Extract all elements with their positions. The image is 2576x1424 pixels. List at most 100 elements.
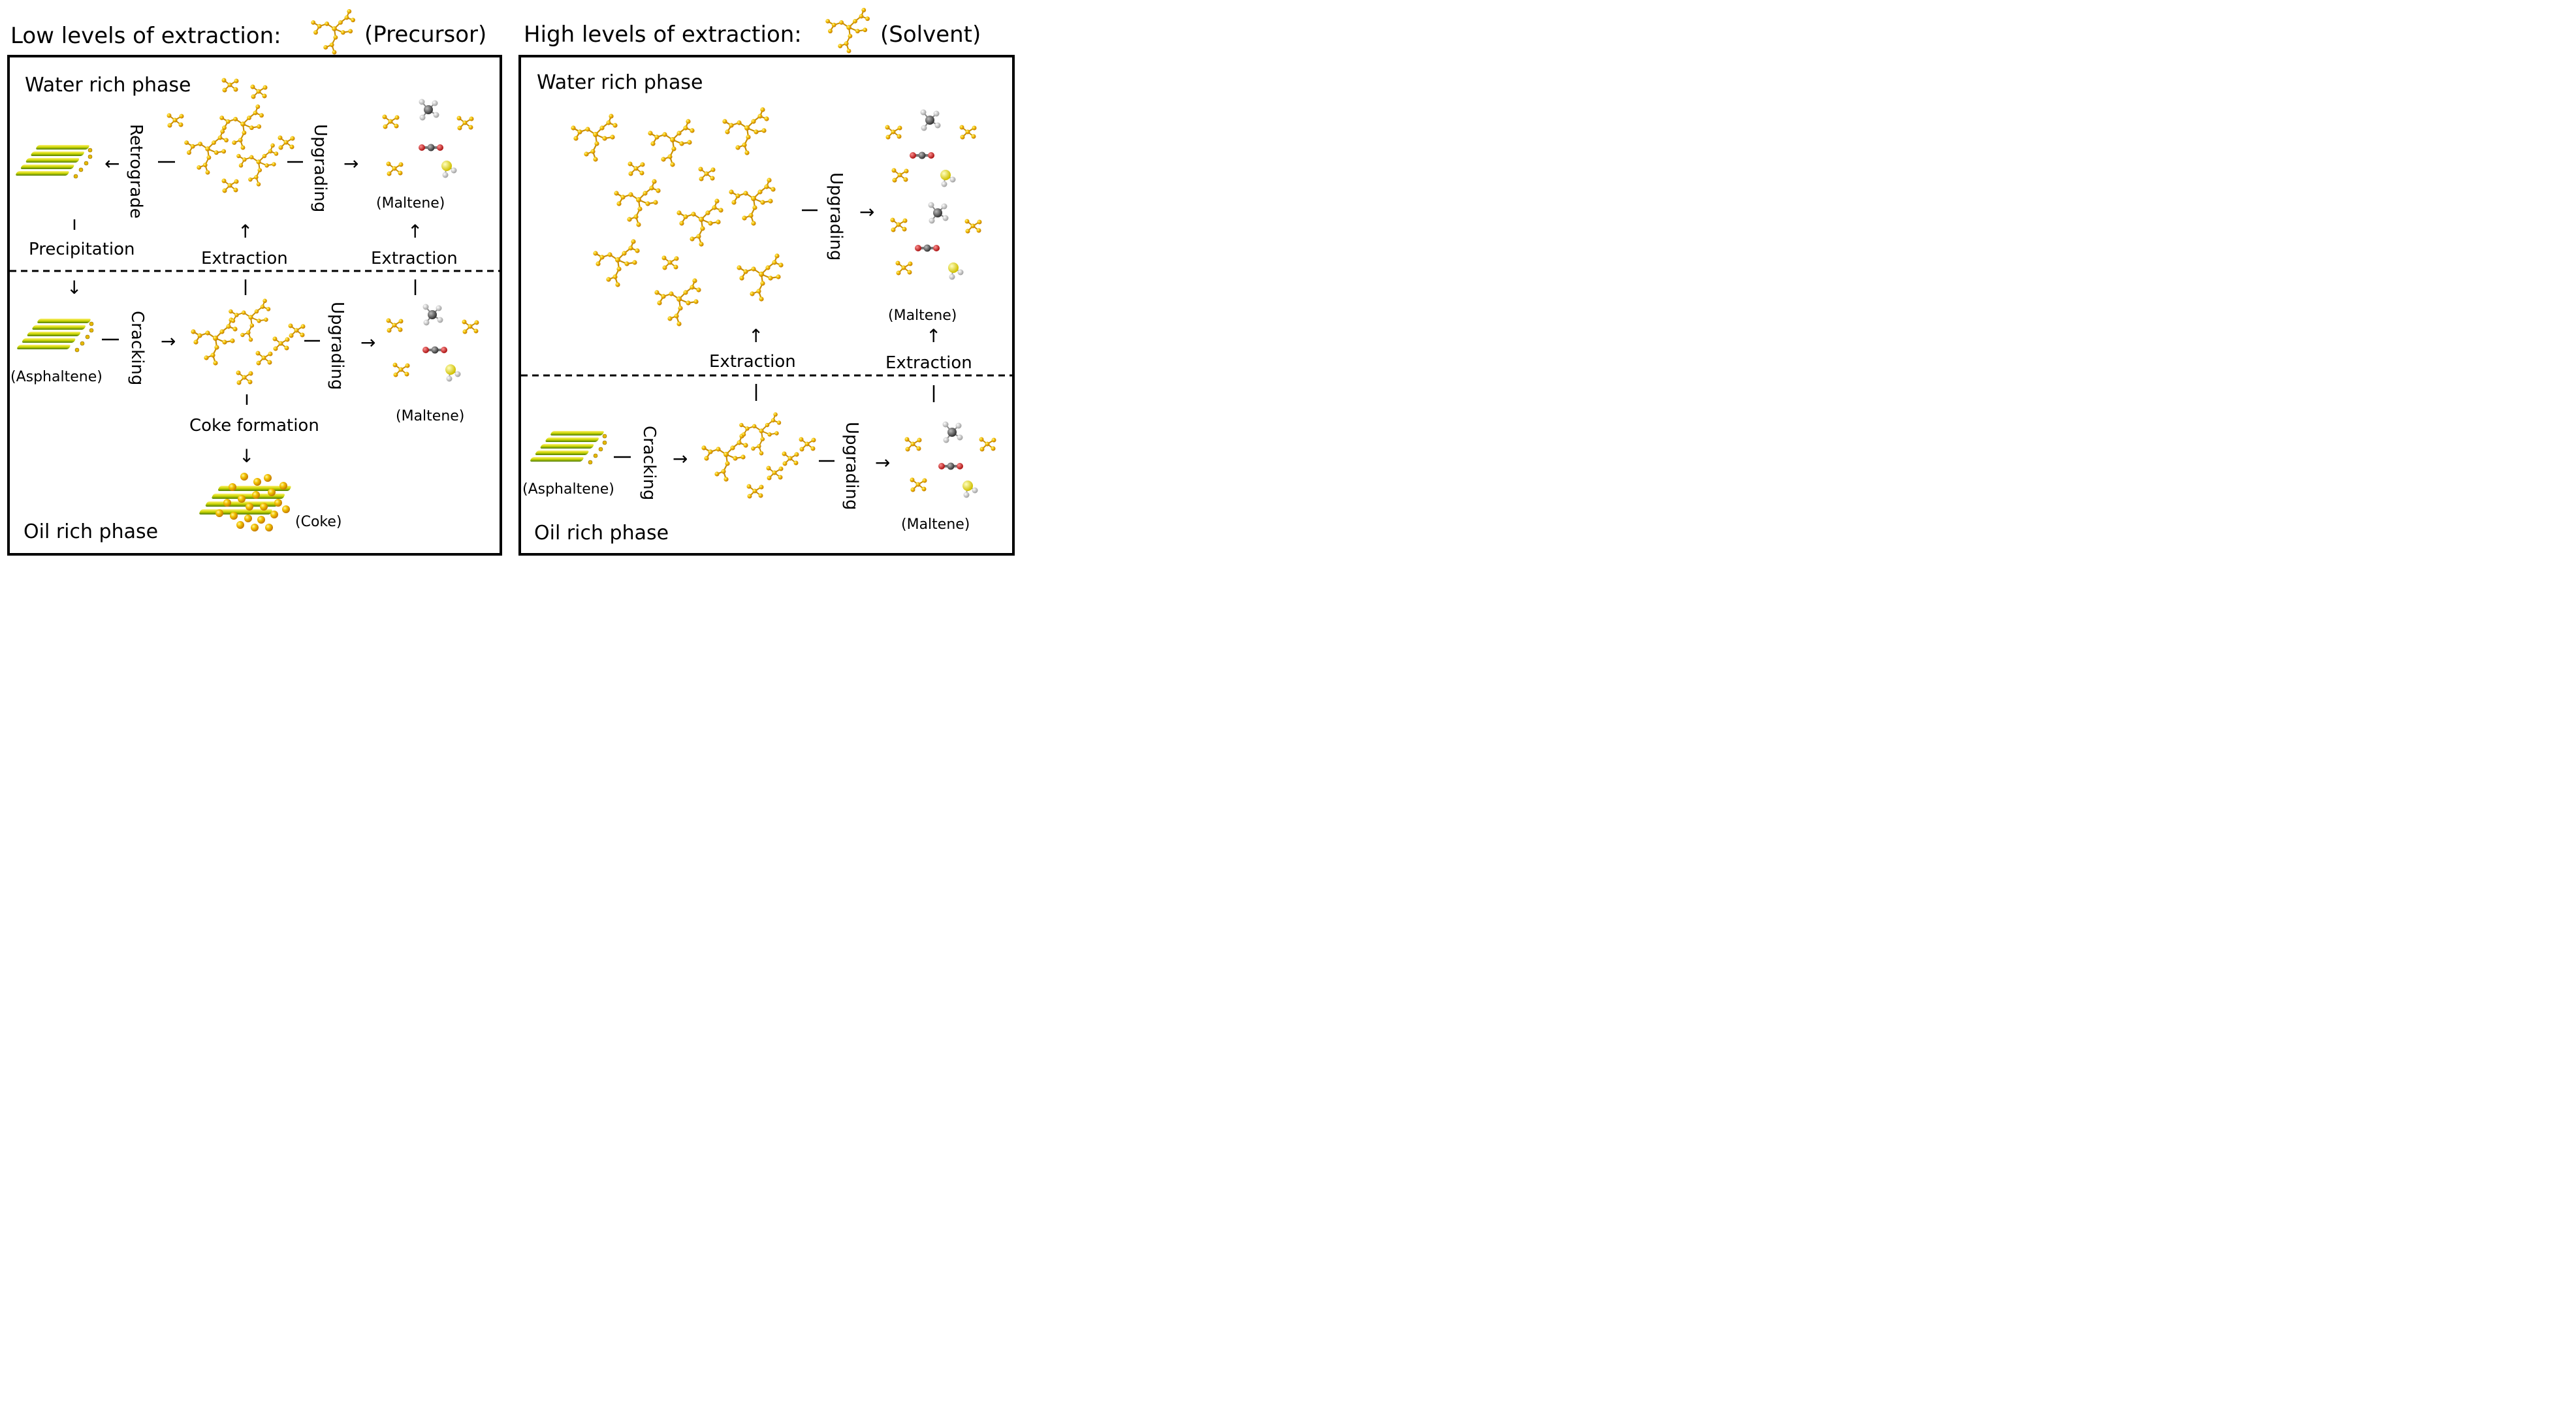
coke-label: (Coke)	[295, 514, 342, 530]
arrow-up-icon: ↑	[407, 221, 422, 242]
oil-small-molecule	[235, 370, 254, 386]
methane-molecule	[927, 201, 949, 225]
co2-molecule	[910, 151, 934, 159]
cracking-label: Cracking	[127, 311, 147, 385]
water-large-molecule	[219, 103, 264, 151]
maltene-top-label: (Maltene)	[376, 195, 445, 212]
right-oil-large-molecule	[701, 433, 749, 483]
co2-molecule	[419, 144, 443, 151]
right-asphaltene-image	[529, 430, 607, 465]
asphaltene-label: (Asphaltene)	[10, 369, 103, 385]
maltene-small-molecule	[385, 161, 404, 177]
solvent-large-molecule	[613, 178, 661, 228]
right-upgrading-bottom-label: Upgrading	[842, 422, 861, 510]
arrow-right-icon: →	[360, 332, 375, 353]
solvent-large-molecule	[592, 238, 641, 288]
arrow-right-icon: →	[673, 448, 688, 469]
solvent-small-molecule	[697, 166, 716, 182]
maltene-small-molecule	[978, 436, 997, 452]
h2s-molecule	[947, 262, 964, 281]
solvent-large-molecule	[654, 277, 702, 327]
maltene-small-molecule	[385, 317, 404, 334]
arrow-left-icon: ←	[104, 153, 119, 174]
maltene-small-molecule	[461, 319, 480, 335]
solvent-large-molecule	[676, 198, 724, 247]
maltene-small-molecule	[392, 362, 411, 378]
h2s-molecule	[445, 364, 462, 383]
water-small-molecule	[221, 178, 240, 194]
arrow-up-icon: ↑	[238, 221, 253, 242]
water-small-molecule	[249, 84, 268, 100]
left-oil-phase-label: Oil rich phase	[24, 520, 158, 543]
maltene-small-molecule	[891, 167, 910, 183]
solvent-large-molecule	[736, 253, 784, 302]
water-small-molecule	[166, 112, 185, 129]
co2-molecule	[915, 244, 940, 252]
solvent-large-molecule	[728, 177, 776, 227]
maltene-small-molecule	[964, 218, 983, 234]
h2s-molecule	[441, 160, 458, 179]
maltene-small-molecule	[895, 260, 914, 276]
solvent-small-molecule	[661, 255, 680, 271]
right-upgrading-top-label: Upgrading	[826, 172, 846, 261]
asphaltene-image	[16, 318, 94, 353]
upgrading-top-label: Upgrading	[310, 124, 330, 212]
methane-molecule	[418, 98, 440, 121]
extraction-center-label: Extraction	[201, 249, 288, 268]
left-header-tag: (Precursor)	[364, 22, 486, 48]
right-maltene-top-label: (Maltene)	[888, 308, 957, 324]
diagram-canvas: Low levels of extraction: (Precursor) Hi…	[7, 7, 1015, 556]
right-panel: Water rich phase Oil rich phase Upgradin…	[518, 55, 1015, 556]
coke-formation-label: Coke formation	[189, 416, 319, 435]
maltene-small-molecule	[909, 477, 928, 493]
water-small-molecule	[221, 77, 240, 93]
right-cracking-label: Cracking	[639, 426, 659, 500]
methane-molecule	[422, 303, 444, 326]
header-precursor-molecule-icon	[310, 8, 356, 55]
oil-small-molecule	[272, 336, 291, 352]
right-header-title: High levels of extraction:	[524, 22, 802, 48]
precipitation-label: Precipitation	[29, 240, 135, 259]
right-asphaltene-label: (Asphaltene)	[522, 481, 614, 498]
water-large-molecule	[183, 128, 229, 176]
left-panel: Water rich phase Oil rich phase ← Retrog…	[7, 55, 502, 556]
arrow-up-icon: ↑	[748, 325, 763, 347]
methane-molecule	[942, 420, 964, 444]
h2s-molecule	[962, 480, 979, 499]
maltene-small-molecule	[904, 436, 923, 452]
right-extraction-center-label: Extraction	[709, 352, 796, 372]
right-oil-small-molecule	[765, 465, 784, 481]
arrow-right-icon: →	[161, 330, 176, 352]
co2-molecule	[422, 346, 447, 354]
arrow-down-icon: ↓	[239, 445, 254, 467]
arrow-right-icon: →	[859, 201, 874, 223]
oil-small-molecule	[255, 350, 274, 366]
solvent-small-molecule	[627, 161, 646, 177]
right-oil-large-molecule	[739, 411, 782, 456]
oil-small-molecule	[287, 323, 306, 339]
oil-large-molecule	[228, 298, 272, 343]
arrow-down-icon: ↓	[67, 277, 82, 298]
h2s-molecule	[940, 169, 957, 188]
left-panel-frame	[7, 55, 502, 556]
solvent-large-molecule	[647, 118, 695, 168]
upgrading-bottom-label: Upgrading	[327, 302, 347, 390]
solvent-large-molecule	[722, 106, 770, 156]
precipitated-asphaltene-image	[14, 144, 93, 179]
maltene-small-molecule	[959, 124, 978, 140]
header-solvent-molecule-icon	[825, 7, 870, 54]
coke-image	[199, 473, 291, 531]
solvent-large-molecule	[570, 113, 618, 163]
arrow-right-icon: →	[875, 452, 890, 473]
oil-large-molecule	[190, 317, 238, 366]
right-extraction-right-label: Extraction	[885, 353, 972, 373]
maltene-bottom-label: (Maltene)	[396, 408, 464, 424]
maltene-small-molecule	[456, 115, 475, 131]
water-small-molecule	[277, 134, 296, 151]
right-oil-phase-label: Oil rich phase	[534, 522, 669, 545]
retrograde-label: Retrograde	[126, 124, 146, 219]
left-header-title: Low levels of extraction:	[10, 23, 281, 49]
co2-molecule	[938, 462, 963, 470]
right-oil-small-molecule	[798, 436, 817, 452]
arrow-right-icon: →	[343, 153, 358, 174]
